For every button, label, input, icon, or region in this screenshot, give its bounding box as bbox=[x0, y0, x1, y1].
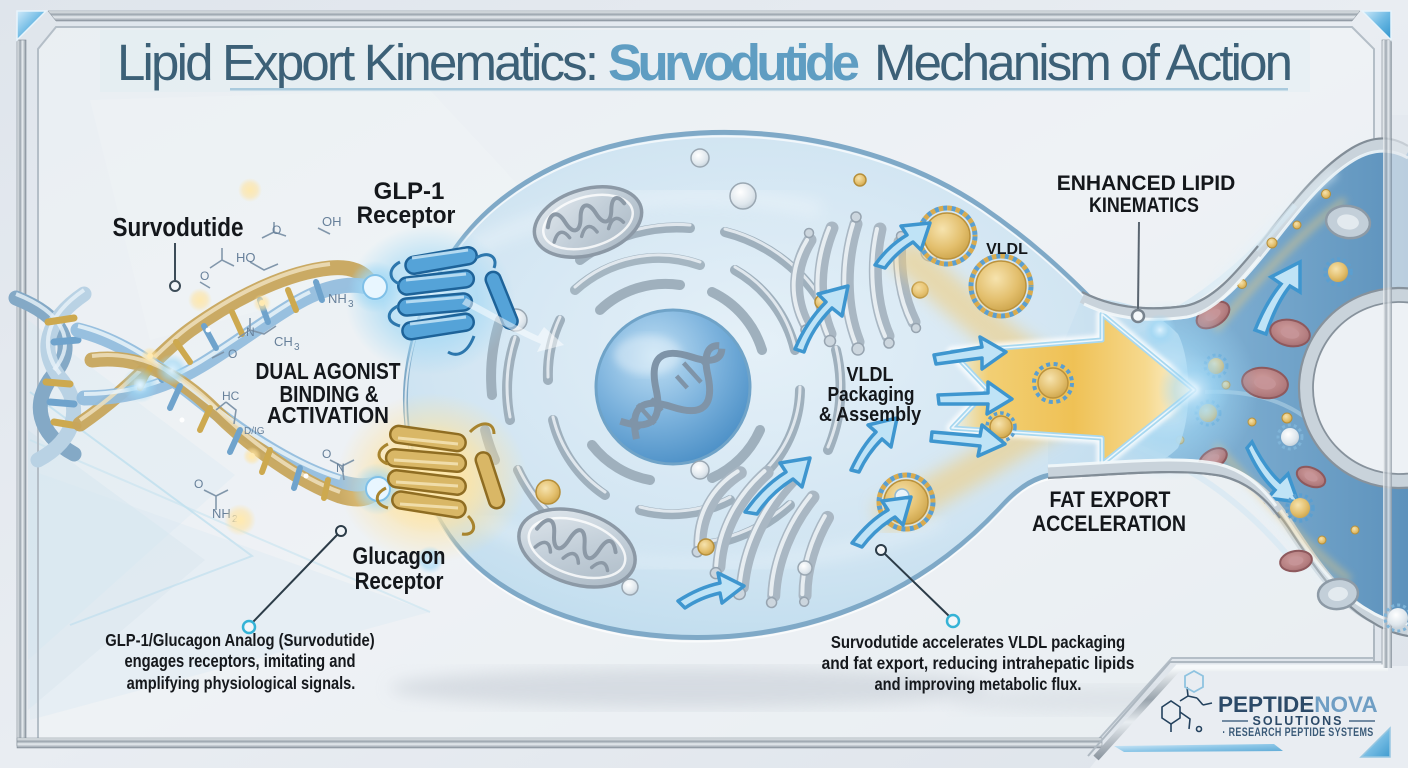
svg-text:O: O bbox=[200, 269, 209, 283]
svg-text:Mechanism of Action: Mechanism of Action bbox=[874, 34, 1293, 91]
svg-text:3: 3 bbox=[294, 342, 300, 353]
svg-text:Receptor: Receptor bbox=[355, 568, 444, 595]
svg-text:ACCELERATION: ACCELERATION bbox=[1032, 512, 1186, 536]
svg-text:and improving metabolic flux.: and improving metabolic flux. bbox=[875, 675, 1082, 695]
svg-text:O: O bbox=[322, 447, 331, 461]
svg-text:ACTIVATION: ACTIVATION bbox=[267, 402, 389, 428]
svg-text:and fat export, reducing intra: and fat export, reducing intrahepatic li… bbox=[822, 653, 1135, 673]
svg-text:CH: CH bbox=[274, 334, 293, 349]
svg-text:O: O bbox=[228, 347, 237, 361]
svg-text:engages receptors, imitating a: engages receptors, imitating and bbox=[124, 652, 355, 672]
svg-text:Survodutide: Survodutide bbox=[608, 34, 860, 91]
svg-text:FAT EXPORT: FAT EXPORT bbox=[1050, 488, 1171, 512]
svg-text:Glucagon: Glucagon bbox=[353, 542, 446, 569]
svg-text:Receptor: Receptor bbox=[357, 201, 456, 228]
svg-text:GLP-1: GLP-1 bbox=[374, 178, 445, 205]
svg-text:Lipid Export Kinematics:: Lipid Export Kinematics: bbox=[117, 34, 599, 91]
svg-text:Packaging: Packaging bbox=[827, 383, 914, 405]
svg-text:OH: OH bbox=[322, 214, 342, 229]
svg-text:amplifying physiological signa: amplifying physiological signals. bbox=[127, 674, 356, 694]
svg-text:· RESEARCH PEPTIDE SYSTEMS: · RESEARCH PEPTIDE SYSTEMS bbox=[1222, 726, 1373, 740]
svg-text:HO: HO bbox=[236, 250, 256, 265]
svg-text:VLDL: VLDL bbox=[986, 241, 1028, 258]
svg-text:3: 3 bbox=[348, 299, 354, 310]
svg-text:D/IG: D/IG bbox=[244, 426, 265, 437]
svg-text:DUAL AGONIST: DUAL AGONIST bbox=[255, 359, 400, 384]
svg-text:O: O bbox=[272, 223, 281, 237]
svg-text:HC: HC bbox=[222, 389, 240, 403]
svg-text:PEPTIDENOVA: PEPTIDENOVA bbox=[1218, 692, 1378, 717]
svg-text:SOLUTIONS: SOLUTIONS bbox=[1253, 714, 1344, 728]
svg-text:VLDL: VLDL bbox=[847, 364, 894, 386]
svg-text:Survodutide accelerates VLDL p: Survodutide accelerates VLDL packaging bbox=[831, 632, 1125, 653]
svg-text:BINDING &: BINDING & bbox=[279, 382, 378, 407]
svg-text:KINEMATICS: KINEMATICS bbox=[1089, 194, 1199, 218]
svg-text:ENHANCED LIPID: ENHANCED LIPID bbox=[1057, 172, 1236, 195]
svg-text:GLP-1/Glucagon Analog (Survodu: GLP-1/Glucagon Analog (Survodutide) bbox=[105, 631, 374, 651]
svg-text:N: N bbox=[336, 461, 345, 475]
svg-text:O: O bbox=[194, 477, 203, 491]
svg-text:Survodutide: Survodutide bbox=[112, 214, 243, 243]
svg-text:NH: NH bbox=[328, 291, 347, 306]
svg-text:& Assembly: & Assembly bbox=[819, 404, 922, 426]
svg-text:N: N bbox=[246, 325, 255, 339]
